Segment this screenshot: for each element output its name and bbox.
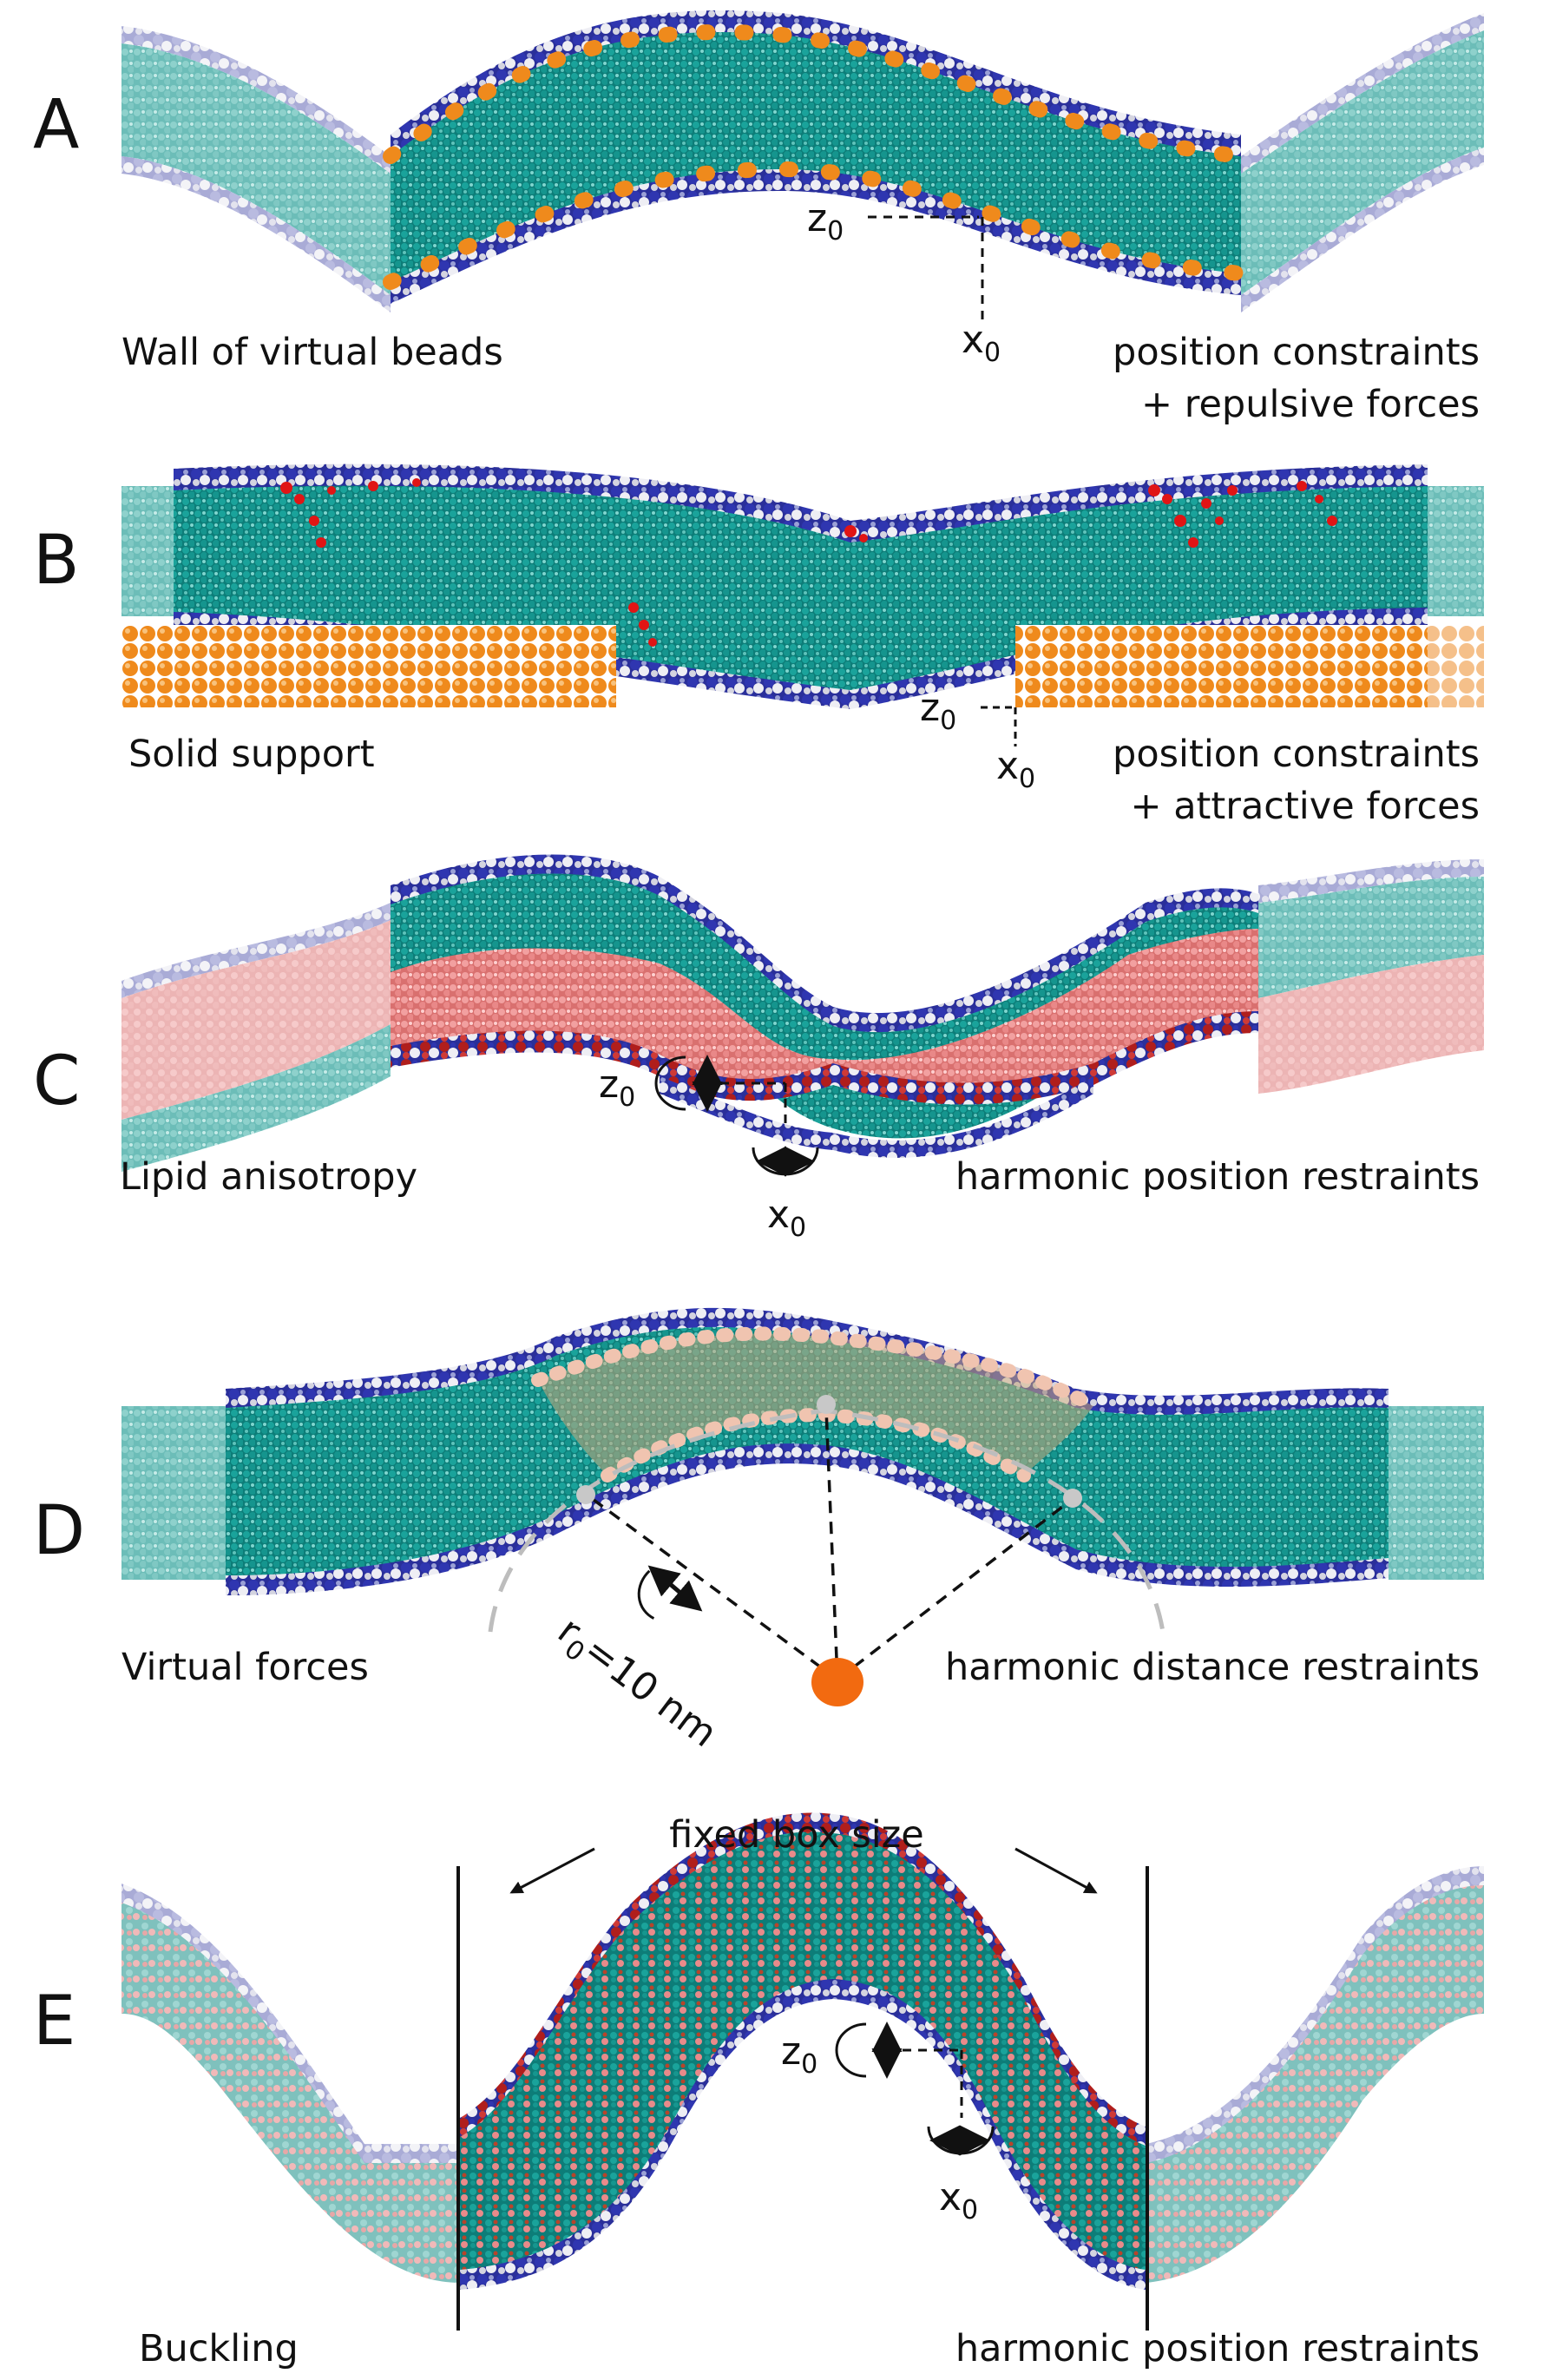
panel-e-letter: E [33,1982,76,2061]
panel-b-solid-support-left [121,625,616,707]
panel-c-x0: x0 [767,1193,806,1243]
panel-d-letter: D [33,1492,85,1570]
panel-b-restraint-beads [280,478,1337,647]
panel-d-left-caption: Virtual forces [121,1646,369,1689]
panel-e-membrane [121,1812,1484,2290]
panel-b-right-caption-2: + attractive forces [1131,785,1481,828]
panel-a-x0: x0 [962,318,1001,368]
panel-a-right-caption-2: + repulsive forces [1141,383,1480,426]
panel-a-right-caption-1: position constraints [1113,331,1480,374]
panel-c-right-caption-1: harmonic position restraints [955,1155,1480,1199]
panel-d-restraint-point-left [576,1485,595,1504]
panel-b-x0: x0 [996,744,1035,794]
panel-b-z0: z0 [920,686,956,736]
panel-d-r-arrow [647,1565,703,1612]
panel-d-anchor-bead [811,1658,863,1706]
panel-d-membrane [121,1307,1484,1595]
panel-b-left-caption: Solid support [128,733,375,776]
panel-b-letter: B [33,522,80,600]
panel-c-membrane [121,854,1484,1172]
panel-e-top-label: fixed box size [669,1813,923,1857]
panel-c-z0: z0 [599,1062,635,1113]
panel-b-right-caption-1: position constraints [1113,733,1480,776]
panel-e-z0: z0 [781,2029,817,2080]
panel-d-right-caption-1: harmonic distance restraints [945,1646,1480,1689]
panel-a-z0: z0 [807,196,844,247]
panel-a-letter: A [33,86,79,164]
panel-e-periodic-left [121,1901,460,2283]
panel-a-periodic-left [121,43,391,295]
panel-e-arrow-right [1014,1847,1098,1894]
panel-e-z-harmonic-well [835,2022,867,2078]
panel-d-r0-label: r0=10 nm [546,1608,725,1761]
panel-d-spoke-right [836,1500,1071,1681]
panel-e-left-caption: Buckling [139,2327,299,2370]
panel-c-z-harmonic-well [654,1055,686,1111]
panel-e-right-caption-1: harmonic position restraints [955,2327,1480,2370]
panel-c-pink-leaflet [391,929,1258,1088]
panel-c-letter: C [33,1042,80,1121]
panel-c: C z0 x0 Lipid anisotropy harmonic positi… [33,854,1484,1243]
panel-d-spoke-center [824,1408,839,1680]
panel-a-periodic-right [1241,30,1484,295]
panel-a-virtual-beads-bottom [383,161,1249,290]
panel-d-restraint-point-right [1063,1489,1082,1508]
panel-d: D r0=10 nm Virtual forces harmonic dista… [33,1307,1484,1761]
panel-e-x0: x0 [939,2175,978,2225]
panel-e-periodic-right [1146,1884,1484,2283]
panel-e-bilayer [460,1830,1146,2274]
panel-a: A z0 x0 Wall of virtual beads position c… [33,10,1484,426]
panel-b: B z0 x0 Solid support position constrain… [33,464,1484,828]
panel-b-solid-support-right [1015,625,1428,707]
panel-d-spoke-left [588,1496,839,1681]
panel-d-restraint-point-center [817,1395,836,1414]
panel-a-virtual-beads-top [383,23,1249,164]
panel-d-harmonic-well [637,1569,655,1620]
panel-a-membrane [121,10,1484,312]
panel-e-arrow-left [509,1847,595,1894]
panel-e: fixed box size E z0 x0 Buckling harmonic… [33,1812,1484,2370]
panel-c-left-caption: Lipid anisotropy [120,1155,417,1199]
panel-a-left-caption: Wall of virtual beads [121,331,503,374]
